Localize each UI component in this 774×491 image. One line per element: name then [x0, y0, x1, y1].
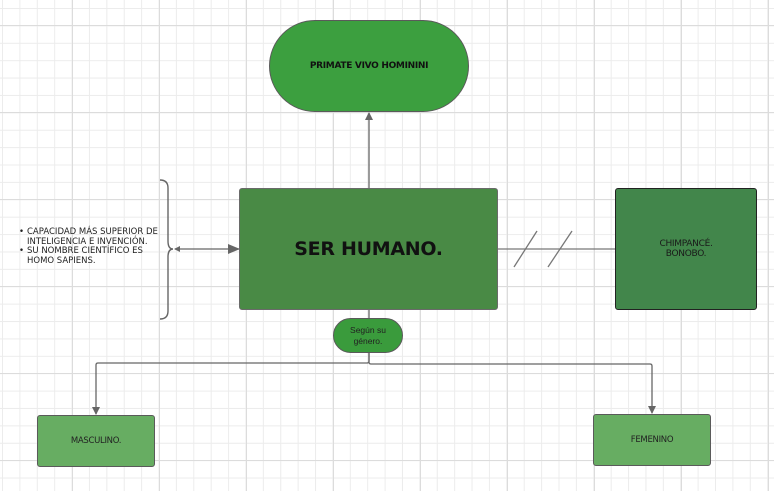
note-item: CAPACIDAD MÁS SUPERIOR DE INTELIGENCIA E…	[19, 227, 169, 247]
node-label: SER HUMANO.	[294, 238, 443, 260]
notes-list[interactable]: CAPACIDAD MÁS SUPERIOR DE INTELIGENCIA E…	[19, 227, 169, 266]
node-label-line: Según su	[350, 324, 386, 335]
break-mark-1	[513, 230, 538, 268]
note-item: SU NOMBRE CIENTÍFICO ES HOMO SAPIENS.	[19, 246, 169, 266]
node-segun-su-genero[interactable]: Según su género.	[333, 318, 403, 353]
node-primate-vivo-hominini[interactable]: PRIMATE VIVO HOMININI	[269, 20, 469, 112]
node-label-line: género.	[353, 335, 383, 346]
node-label-line: CHIMPANCÉ.	[659, 239, 713, 249]
break-mark-2	[547, 230, 573, 268]
node-chimpance-bonobo[interactable]: CHIMPANCÉ. BONOBO.	[615, 188, 757, 310]
node-label: MASCULINO.	[70, 436, 122, 446]
node-label-line: BONOBO.	[665, 249, 707, 259]
connector-genero-to-femenino[interactable]	[368, 353, 656, 414]
node-ser-humano[interactable]: SER HUMANO.	[239, 188, 498, 310]
node-femenino[interactable]: FEMENINO	[593, 414, 711, 466]
brace-bracket	[159, 179, 174, 320]
node-masculino[interactable]: MASCULINO.	[37, 415, 155, 467]
node-label: PRIMATE VIVO HOMININI	[309, 61, 429, 71]
connector-genero-to-masculino[interactable]	[92, 353, 370, 415]
node-label: FEMENINO	[630, 435, 674, 445]
